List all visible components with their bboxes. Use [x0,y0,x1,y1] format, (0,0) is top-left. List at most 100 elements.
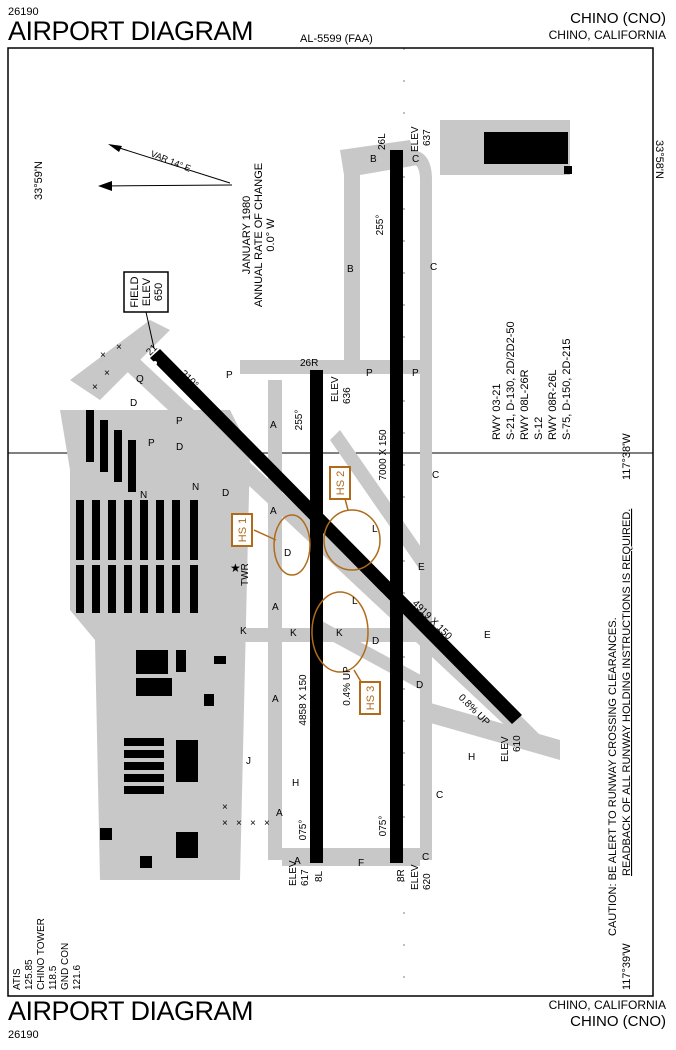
runway-26l-elev-label: ELEV [410,126,421,152]
latitude-label-mid: 33°59'N [33,161,45,200]
variation-arrows [98,144,233,191]
taxiway-q-label: Q [136,374,144,385]
variation-date: JANUARY 1980 [241,196,253,274]
runway-3-elev-label: ELEV [500,736,511,762]
apron-buildings [76,410,226,868]
heading-255-left: 255° [375,215,386,236]
runway-end-marker [153,361,157,365]
taxiway-b-label: B [370,154,377,165]
strength-rwy-08r26l: RWY 08R-26L [547,369,559,440]
taxiway-d-label: D [222,488,229,499]
longitude-label-bottom: 117°39'W [621,943,633,990]
taxiway-c-label: C [436,790,443,801]
svg-text:650: 650 [153,283,165,301]
svg-text:×: × [116,342,122,353]
taxiway-l-label: L [372,524,378,535]
heading-075-right: 075° [378,816,389,837]
svg-text:×: × [250,818,256,829]
taxiway-d-label: D [176,442,183,453]
taxiway-e-label: E [484,630,491,641]
gradient-04-up: 0.4% UP [342,666,353,706]
latitude-label-top: 33°58'N [653,140,665,179]
taxiway-a-label: A [270,420,277,431]
taxiway-h-label: H [292,778,299,789]
strength-rwy-0321-values: S-21, D-130, 2D/2D2-50 [505,321,517,440]
taxiway-e-label: E [418,562,425,573]
svg-text:ELEV: ELEV [141,277,153,306]
runway-8r-26l [390,150,403,863]
svg-text:×: × [92,382,98,393]
taxiway-a-label: A [272,694,279,705]
svg-text:×: × [104,368,110,379]
field-elevation-box: FIELD ELEV 650 [123,271,169,349]
heading-075-left: 075° [298,820,309,841]
taxiway-n-label: N [140,490,147,501]
taxiway-c-label: C [412,154,419,165]
chart-id-top: 26190 [8,6,39,18]
strength-rwy-08l26r: RWY 08L-26R [519,369,531,440]
taxiway-c-label: C [422,852,429,863]
svg-text:×: × [100,350,106,361]
comms-tower-freq: 118.5 [48,965,59,990]
svg-text:HS 2: HS 2 [335,471,347,495]
runway-8r-elev: 620 [422,873,433,890]
svg-text:×: × [222,818,228,829]
taxiway-k-label: K [290,628,297,639]
runway-8l-label: 8L [314,870,325,882]
taxiway-l-label: L [352,596,358,607]
runway-26l-label: 26L [377,133,388,150]
taxiway-c-label: C [430,262,437,273]
svg-text:HS 1: HS 1 [237,518,249,542]
taxiway-d-label: D [416,680,423,691]
chart-frame [7,47,654,997]
taxiway-j-label: J [246,756,251,767]
taxiway-d-label: D [372,636,379,647]
runway-26l-elev: 637 [422,129,433,146]
taxiway-p-label: P [366,368,373,379]
chart-title-top: AIRPORT DIAGRAM [8,16,254,46]
tower-label: TWR [240,563,251,586]
variation-rate-label: ANNUAL RATE OF CHANGE [253,163,265,307]
taxiway-p-label: P [176,416,183,427]
runway-8l-26r-dimensions: 4858 X 150 [298,674,309,726]
hangar-building [484,132,568,164]
runway-8l-26r [310,370,323,863]
taxiway-a-label: A [294,856,301,867]
taxiway-p-label: P [412,368,419,379]
taxiway-a-label: A [276,808,283,819]
variation-label: VAR 14° E [149,149,192,174]
runway-8l-elev: 617 [300,869,311,886]
runway-26r-elev: 636 [342,387,353,404]
runway-3-21 [150,349,522,724]
airport-name-top: CHINO (CNO) [570,10,666,27]
taxiway-d-label: D [130,398,137,409]
caution-line-2: READBACK OF ALL RUNWAY HOLDING INSTRUCTI… [621,509,633,876]
taxiway-d-label: D [284,548,291,559]
runway-26r-elev-label: ELEV [330,376,341,402]
document-number: AL-5599 (FAA) [300,33,373,45]
comms-ground: GND CON [60,943,71,990]
taxiway-h-label: H [468,752,475,763]
svg-text:×: × [222,802,228,813]
taxiway-p-label: P [148,438,155,449]
strength-rwy-08l26r-values: S-12 [533,417,545,440]
svg-text:HS 3: HS 3 [365,686,377,710]
taxiway-n-label: N [192,482,199,493]
chart-title-bottom: AIRPORT DIAGRAM [8,996,254,1026]
longitude-label-right: 117°38'W [621,433,633,480]
runway-26r-label: 26R [300,358,318,369]
taxiway-a-label: A [270,506,277,517]
hangar-annex [564,166,572,174]
comms-atis: ATIS [12,968,23,990]
taxiway-a-label: A [272,602,279,613]
hotspot-1: HS 1 [231,513,253,547]
runway-8r-elev-label: ELEV [410,864,421,890]
airport-location-top: CHINO, CALIFORNIA [548,28,666,42]
taxiway-p-label: P [226,370,233,381]
taxiway-k-label: K [336,628,343,639]
runway-8l-elev-label: ELEV [288,860,299,886]
pavement-areas [60,120,570,880]
strength-rwy-08r26l-values: S-75, D-150, 2D-215 [561,339,573,441]
taxiway-k-label: K [240,626,247,637]
